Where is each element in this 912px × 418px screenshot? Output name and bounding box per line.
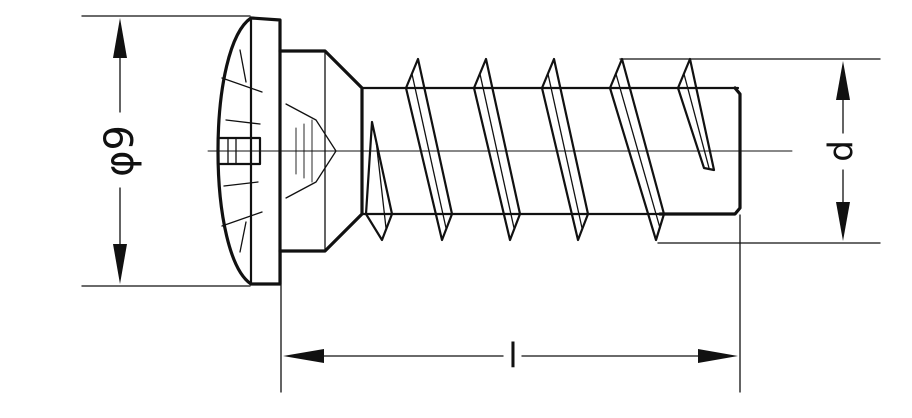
- arrowhead-left: [283, 349, 324, 363]
- head-diameter-label: φ9: [97, 125, 143, 177]
- arrowhead-bottom: [836, 202, 850, 241]
- arrowhead-top: [113, 18, 127, 58]
- screw-head: [216, 16, 282, 286]
- thread-diameter-dimension: d: [822, 61, 862, 241]
- thread-diameter-label: d: [822, 140, 862, 162]
- screw-thread: [360, 57, 742, 242]
- arrowhead-bottom: [113, 244, 127, 284]
- length-label: l: [508, 337, 517, 377]
- head-diameter-dimension: φ9: [97, 18, 143, 284]
- arrowhead-top: [836, 61, 850, 100]
- screw-neck: [278, 49, 364, 253]
- arrowhead-right: [698, 349, 738, 363]
- length-dimension: l: [283, 337, 738, 377]
